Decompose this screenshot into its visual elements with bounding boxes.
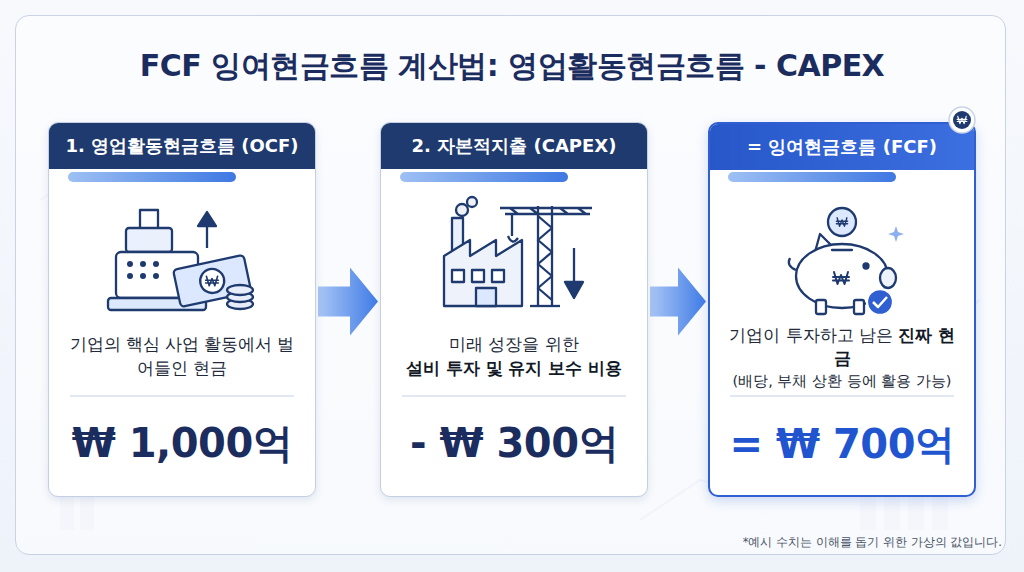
card-value: - ₩ 300억 [381,407,647,479]
footnote-label: *예시 수치는 이해를 돕기 위한 가상의 값입니다. [743,535,1002,550]
card-header: = 잉여현금흐름 (FCF) [710,124,974,170]
description-text: (배당, 부채 상환 등에 활용 가능) [733,371,952,392]
value-text: - ₩ 300억 [410,416,618,471]
header-text: 1. 영업활동현금흐름 (OCF) [65,134,298,158]
value-text: = ₩ 700억 [730,417,955,472]
result-card: = 잉여현금흐름 (FCF) 기업이 투자하고 남은진짜 현금(배당, 부채 상환… [708,122,976,497]
card-description: 기업의 핵심 사업 활동에서 벌어들인 현금 [67,321,297,393]
description-text: 미래 성장을 위한 [449,333,579,357]
header-text: 2. 자본적지출 (CAPEX) [412,134,617,158]
flow-arrow [650,268,706,336]
card-value: ₩ 1,000억 [49,407,315,479]
card-value: = ₩ 700억 [710,408,974,480]
diagram-title: FCF 잉여현금흐름 계산법: 영업활동현금흐름 - CAPEX [0,46,1024,87]
card-header: 2. 자본적지출 (CAPEX) [381,123,647,169]
value-text: ₩ 1,000억 [72,416,293,471]
description-line: 기업이 투자하고 남은진짜 현금 [728,324,956,372]
process-card: 1. 영업활동현금흐름 (OCF) 기업의 핵심 사업 활동에서 벌어들인 현금 ₩… [48,122,316,497]
card-description: 기업이 투자하고 남은진짜 현금(배당, 부채 상환 등에 활용 가능) [728,322,956,394]
flow-arrow [318,268,378,336]
card-header: 1. 영업활동현금흐름 (OCF) [49,123,315,169]
description-text: 설비 투자 및 유지 보수 비용 [406,357,622,381]
description-text: 기업이 투자하고 남은 [729,326,893,345]
card-description: 미래 성장을 위한설비 투자 및 유지 보수 비용 [399,321,629,393]
header-text: = 잉여현금흐름 (FCF) [747,135,937,159]
description-text: 기업의 핵심 사업 활동에서 벌어들인 현금 [67,333,297,381]
process-card: 2. 자본적지출 (CAPEX) 미래 성장을 위한설비 투자 및 유지 보수 비… [380,122,648,497]
